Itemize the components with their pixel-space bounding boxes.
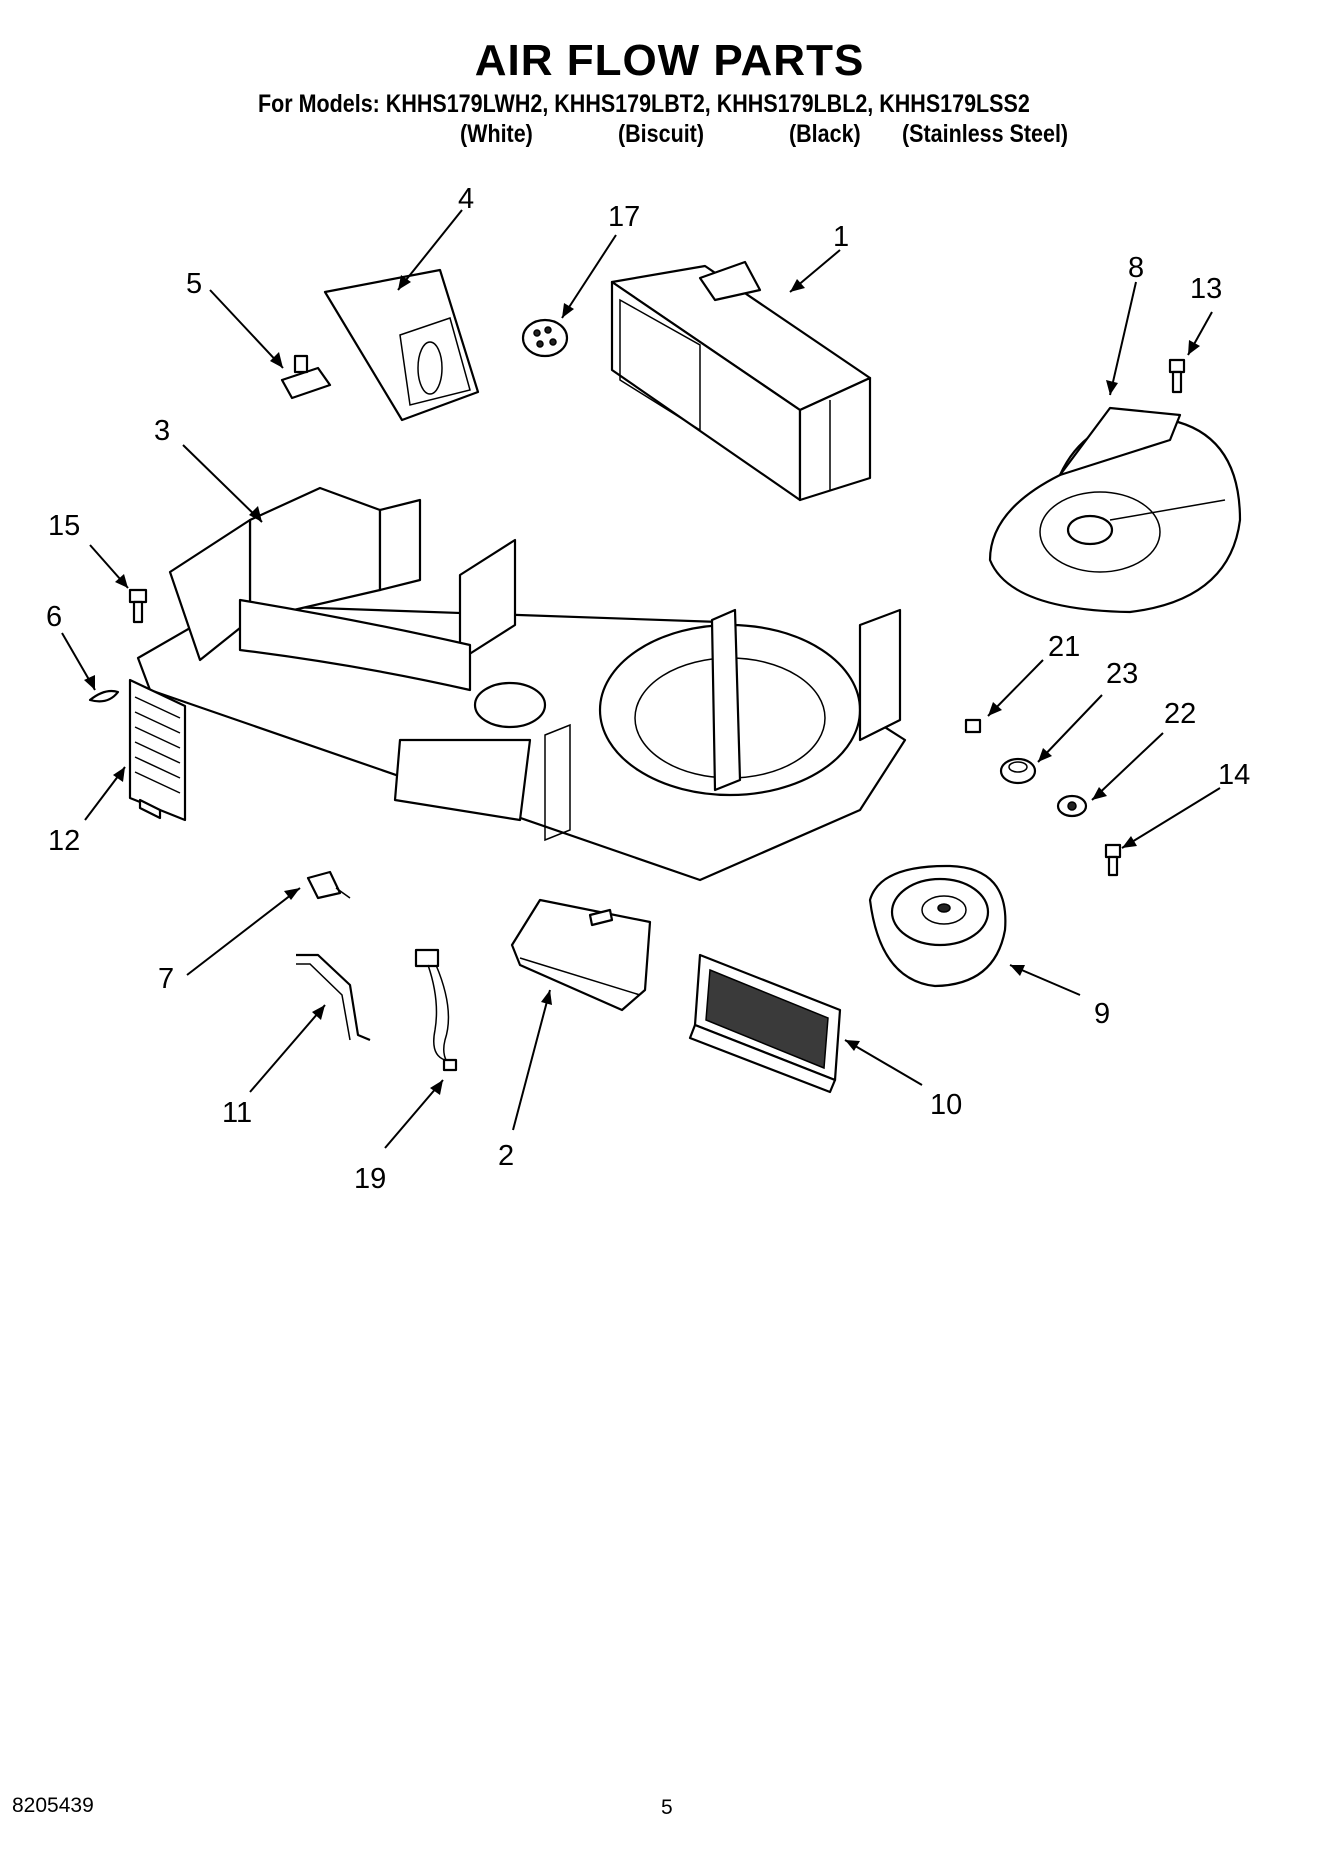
part-9-blower-wheel-drawing	[868, 864, 1007, 988]
callout-7: 7	[158, 963, 174, 995]
callout-13: 13	[1190, 273, 1222, 305]
callout-5: 5	[186, 268, 202, 300]
diagram-title: AIR FLOW PARTS	[474, 36, 865, 85]
leader-lines	[61, 209, 1221, 1149]
callout-3: 3	[154, 415, 170, 447]
callout-17: 17	[608, 201, 640, 233]
part-19-harness-drawing	[414, 948, 458, 1072]
variant-black: (Black)	[789, 120, 861, 148]
part-17-disc-drawing	[521, 318, 569, 358]
part-4-bracket-drawing	[323, 268, 480, 422]
part-23-bushing-drawing	[999, 757, 1037, 785]
callout-19: 19	[354, 1163, 386, 1195]
part-14-screw-drawing	[1104, 843, 1122, 877]
part-2-cover-drawing	[510, 898, 652, 1012]
callout-22: 22	[1164, 698, 1196, 730]
callout-11: 11	[222, 1097, 252, 1129]
part-8-housing-drawing	[988, 406, 1242, 614]
callout-10: 10	[930, 1089, 962, 1121]
variant-biscuit: (Biscuit)	[618, 120, 704, 148]
callout-12: 12	[48, 825, 80, 857]
document-number: 8205439	[12, 1794, 94, 1817]
part-15-screw-drawing	[128, 588, 148, 624]
part-11-rod-drawing	[296, 953, 371, 1042]
callout-9: 9	[1094, 998, 1110, 1030]
part-22-nut-drawing	[1056, 794, 1088, 818]
callout-15: 15	[48, 510, 80, 542]
part-5-clip-drawing	[280, 354, 332, 400]
variant-stainless-steel: (Stainless Steel)	[902, 120, 1069, 148]
callout-6: 6	[46, 601, 62, 633]
callout-2: 2	[498, 1140, 514, 1172]
callout-21: 21	[1048, 631, 1080, 663]
part-1-duct-drawing	[610, 260, 872, 502]
part-21-nut-drawing	[964, 718, 982, 734]
part-6-piece-drawing	[88, 689, 120, 703]
part-7-switch-drawing	[306, 870, 351, 900]
variant-white: (White)	[460, 120, 533, 148]
page-number: 5	[661, 1796, 673, 1819]
callout-4: 4	[458, 183, 474, 215]
callout-1: 1	[833, 221, 849, 253]
part-13-screw-drawing	[1168, 358, 1186, 394]
callout-8: 8	[1128, 252, 1144, 284]
models-line: For Models: KHHS179LWH2, KHHS179LBT2, KH…	[258, 90, 1030, 118]
callout-labels: 1 2 3 4 5 6 7 8 9 10 11 12 13 14 15 17 1…	[46, 183, 1250, 1195]
part-10-filter-drawing	[688, 953, 842, 1094]
part-3-base-drawing	[136, 486, 907, 882]
part-12-grille-drawing	[128, 678, 187, 822]
callout-14: 14	[1218, 759, 1250, 791]
callout-23: 23	[1106, 658, 1138, 690]
